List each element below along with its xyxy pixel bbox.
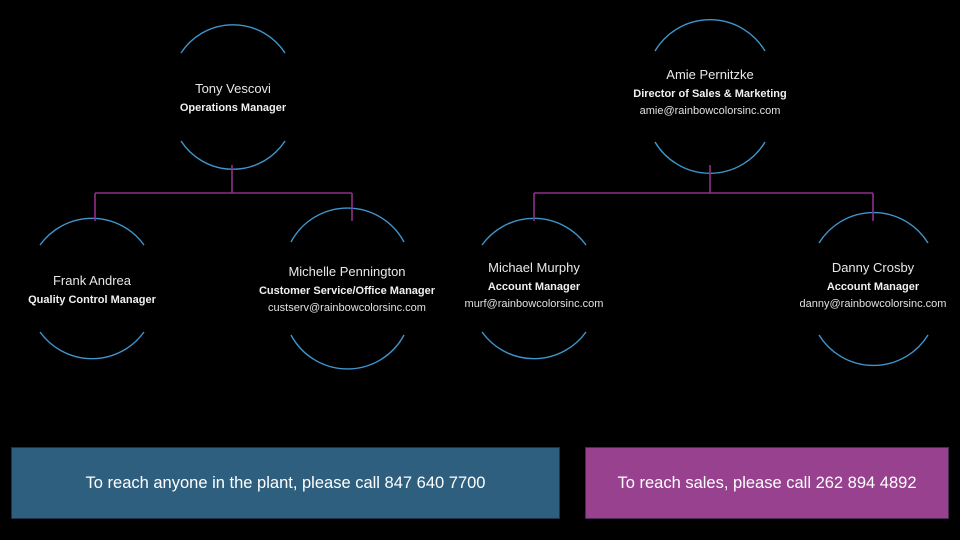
- node-email: murf@rainbowcolorsinc.com: [464, 298, 604, 310]
- node-name: Frank Andrea: [52, 273, 132, 288]
- node-name: Michael Murphy: [488, 260, 580, 275]
- node-arc-top-tony: [180, 24, 286, 54]
- node-michelle: Michelle Pennington Customer Service/Off…: [227, 264, 467, 316]
- node-arc-bottom-michelle: [290, 334, 405, 370]
- node-name: Amie Pernitzke: [666, 67, 754, 82]
- node-arc-top-frank: [39, 217, 145, 246]
- sales-phone-banner: To reach sales, please call 262 894 4892: [585, 447, 949, 519]
- node-tony: Tony Vescovi Operations Manager: [113, 81, 353, 116]
- node-title: Account Manager: [487, 281, 581, 293]
- connector-amie: [533, 165, 874, 221]
- node-amie: Amie Pernitzke Director of Sales & Marke…: [590, 67, 830, 119]
- node-name: Michelle Pennington: [288, 264, 406, 279]
- node-arc-bottom-tony: [180, 140, 286, 170]
- node-title: Customer Service/Office Manager: [258, 285, 436, 297]
- node-title: Quality Control Manager: [28, 294, 156, 306]
- node-title: Account Manager: [826, 281, 920, 293]
- node-title: Operations Manager: [179, 102, 287, 114]
- node-arc-bottom-frank: [39, 331, 145, 360]
- node-arc-top-michelle: [290, 207, 405, 243]
- node-title: Director of Sales & Marketing: [633, 88, 787, 100]
- connector-tony: [94, 165, 353, 221]
- node-email: danny@rainbowcolorsinc.com: [799, 298, 947, 310]
- node-name: Tony Vescovi: [195, 81, 271, 96]
- node-name: Danny Crosby: [831, 260, 915, 275]
- node-michael: Michael Murphy Account Manager murf@rain…: [414, 260, 654, 312]
- sales-phone-text: To reach sales, please call 262 894 4892: [617, 473, 917, 492]
- node-arc-bottom-danny: [818, 334, 929, 367]
- node-email: amie@rainbowcolorsinc.com: [639, 105, 781, 117]
- node-danny: Danny Crosby Account Manager danny@rainb…: [753, 260, 960, 312]
- node-arc-top-michael: [481, 217, 587, 246]
- node-arc-bottom-michael: [481, 331, 587, 360]
- plant-phone-banner: To reach anyone in the plant, please cal…: [11, 447, 560, 519]
- node-arc-top-amie: [654, 19, 766, 52]
- plant-phone-text: To reach anyone in the plant, please cal…: [85, 473, 486, 492]
- node-email: custserv@rainbowcolorsinc.com: [268, 302, 426, 314]
- node-frank: Frank Andrea Quality Control Manager: [0, 273, 212, 308]
